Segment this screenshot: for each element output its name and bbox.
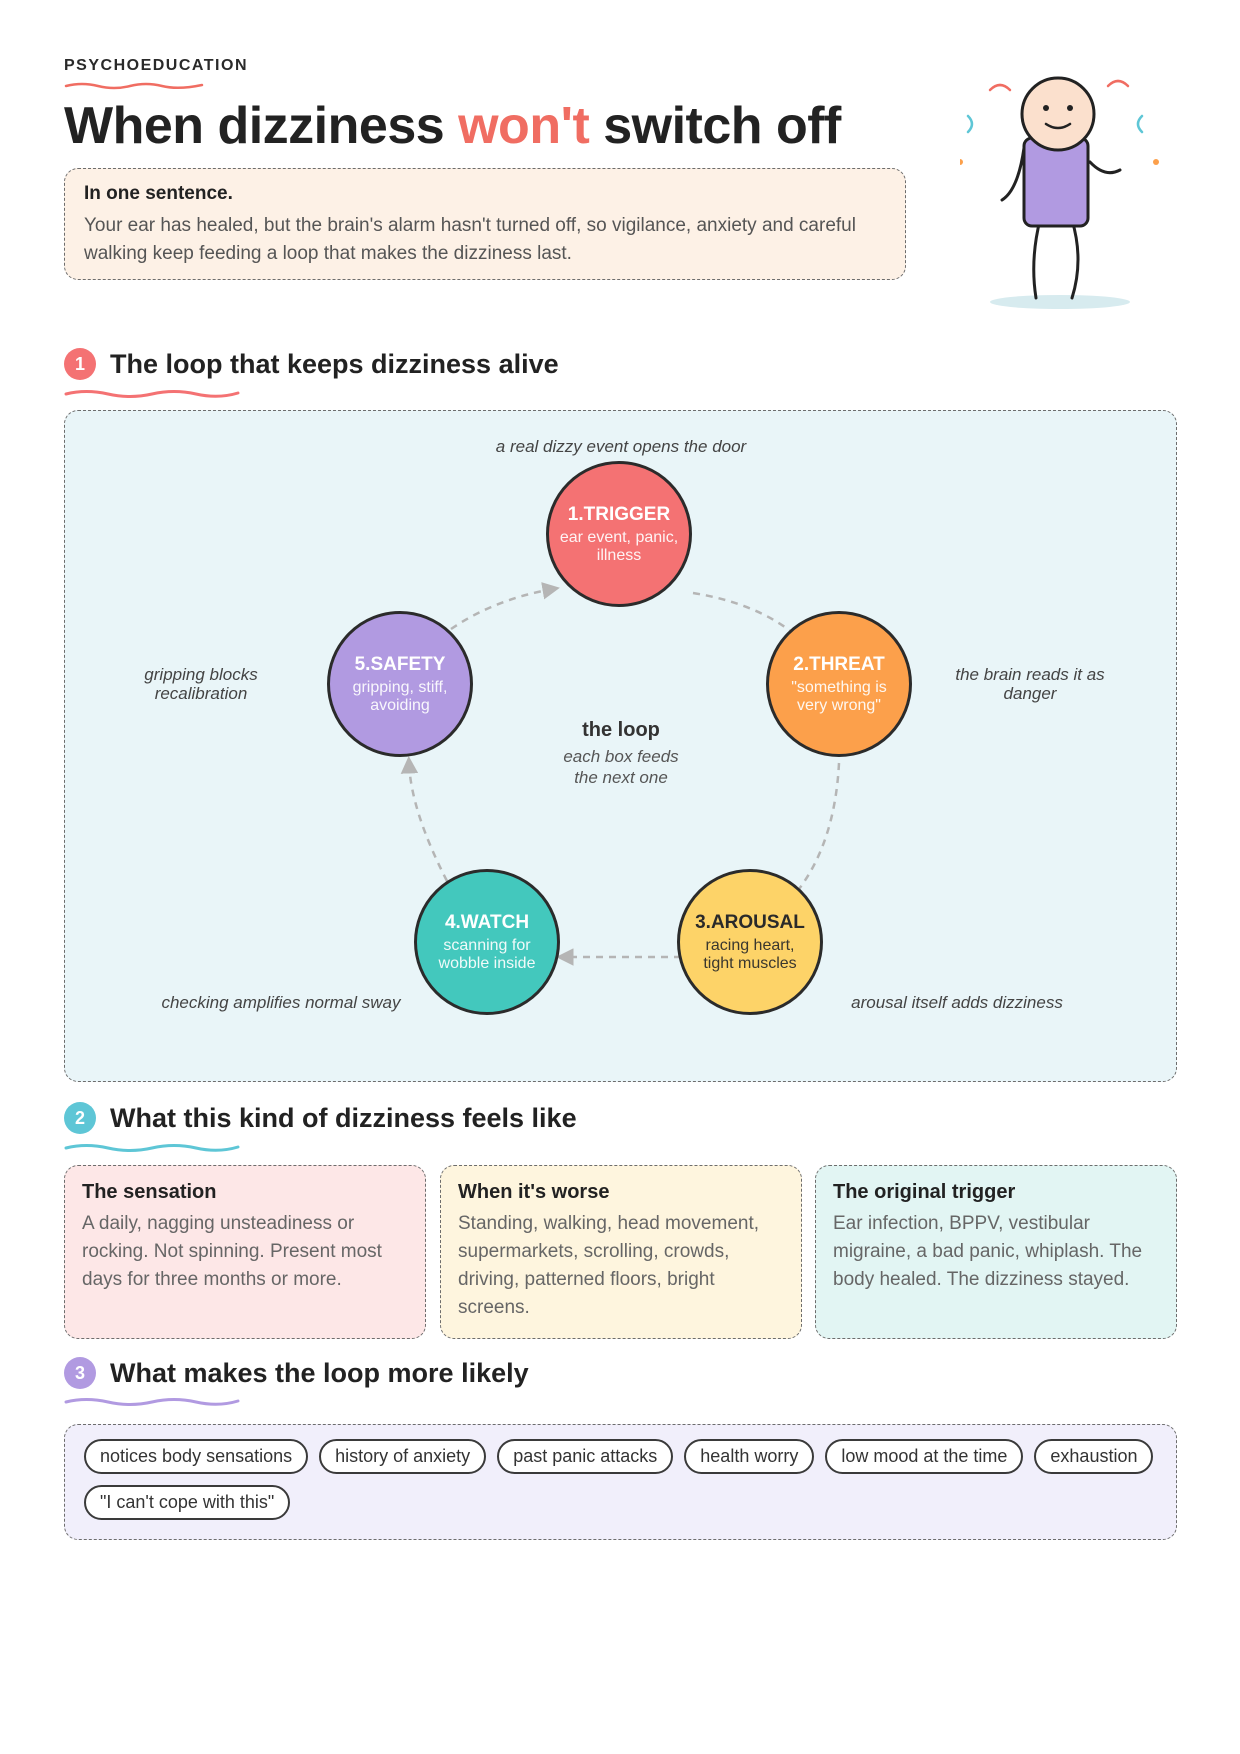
arrow-safety-to-trigger (450, 582, 560, 631)
risk-factor-chips: notices body sensations history of anxie… (84, 1439, 1157, 1520)
chip-cant-cope: "I can't cope with this" (84, 1485, 291, 1520)
card-original-trigger-body: Ear infection, BPPV, vestibular migraine… (833, 1213, 1143, 1290)
card-sensation: The sensation A daily, nagging unsteadin… (64, 1165, 426, 1339)
node-watch: 4.WATCH scanning for wobble inside (414, 869, 560, 1015)
node-trigger: 1.TRIGGER ear event, panic, illness (546, 461, 692, 607)
node-trigger-desc: ear event, panic, illness (559, 528, 679, 564)
section-1-title: The loop that keeps dizziness alive (110, 348, 559, 379)
node-arousal: 3.AROUSAL racing heart, tight muscles (677, 869, 823, 1015)
eyebrow-label: PSYCHOEDUCATION (64, 57, 248, 74)
chip-history-of-anxiety: history of anxiety (319, 1439, 487, 1474)
title-part-2: switch off (589, 97, 841, 155)
card-sensation-body: A daily, nagging unsteadiness or rocking… (82, 1213, 382, 1290)
section-3-underline (64, 1398, 240, 1406)
dizzy-person-illustration (960, 76, 1159, 309)
loop-diagram: a real dizzy event opens the door 1.TRIG… (64, 410, 1177, 1082)
title-part-1: When dizziness (64, 97, 459, 155)
arrow-threat-to-arousal (797, 762, 841, 890)
eyebrow-underline (64, 82, 204, 90)
node-threat-desc: "something is very wrong" (791, 678, 887, 714)
chip-low-mood: low mood at the time (825, 1439, 1024, 1474)
title-accent: won't (458, 97, 590, 155)
node-safety: 5.SAFETY gripping, stiff, avoiding (327, 611, 473, 757)
node-threat: 2.THREAT "something is very wrong" (766, 611, 912, 757)
section-3-title: What makes the loop more likely (110, 1357, 529, 1388)
section-1-underline (64, 390, 240, 398)
section-3-heading: 3 What makes the loop more likely (64, 1351, 529, 1395)
note-trigger: a real dizzy event opens the door (495, 437, 747, 456)
summary-box: In one sentence. Your ear has healed, bu… (64, 168, 906, 280)
chip-exhaustion: exhaustion (1034, 1439, 1154, 1474)
summary-body: Your ear has healed, but the brain's ala… (84, 215, 856, 264)
note-threat: the brain reads it as danger (955, 665, 1105, 703)
arrow-trigger-to-threat (692, 591, 794, 634)
section-2-title: What this kind of dizziness feels like (110, 1102, 577, 1133)
node-arousal-desc: racing heart, tight muscles (703, 936, 797, 972)
section-2-underline (64, 1144, 240, 1152)
node-watch-desc: scanning for wobble inside (438, 936, 536, 972)
node-watch-title: 4.WATCH (444, 911, 530, 933)
summary-lead: In one sentence. (84, 183, 233, 204)
section-1-number: 1 (64, 348, 96, 380)
section-2-number: 2 (64, 1102, 96, 1134)
section-1-heading: 1 The loop that keeps dizziness alive (64, 342, 559, 386)
node-safety-title: 5.SAFETY (354, 653, 446, 675)
note-watch: checking amplifies normal sway (161, 993, 401, 1012)
section-3-number: 3 (64, 1357, 96, 1389)
section-2-heading: 2 What this kind of dizziness feels like (64, 1096, 577, 1140)
node-trigger-title: 1.TRIGGER (567, 503, 671, 525)
node-arousal-title: 3.AROUSAL (695, 911, 805, 933)
loop-center-subtitle: each box feeds the next one (563, 747, 679, 787)
card-sensation-title: The sensation (82, 1181, 217, 1203)
note-arousal: arousal itself adds dizziness (851, 993, 1063, 1012)
node-threat-title: 2.THREAT (793, 653, 885, 675)
arrow-watch-to-safety (400, 756, 449, 882)
card-when-worse-body: Standing, walking, head movement, superm… (458, 1213, 760, 1318)
page-title: When dizziness won't switch off (64, 96, 841, 156)
card-original-trigger-title: The original trigger (833, 1181, 1016, 1203)
note-safety: gripping blocks recalibration (144, 665, 258, 703)
node-safety-desc: gripping, stiff, avoiding (352, 678, 448, 714)
loop-center-title: the loop (582, 719, 660, 741)
card-when-worse-title: When it's worse (458, 1181, 610, 1203)
chip-health-worry: health worry (684, 1439, 815, 1474)
loop-arrows (400, 582, 841, 966)
card-when-worse: When it's worse Standing, walking, head … (440, 1165, 802, 1339)
card-original-trigger: The original trigger Ear infection, BPPV… (815, 1165, 1177, 1339)
chip-body-sensations: notices body sensations (84, 1439, 309, 1474)
risk-factors-box: notices body sensations history of anxie… (64, 1424, 1177, 1540)
chip-past-panic-attacks: past panic attacks (497, 1439, 674, 1474)
